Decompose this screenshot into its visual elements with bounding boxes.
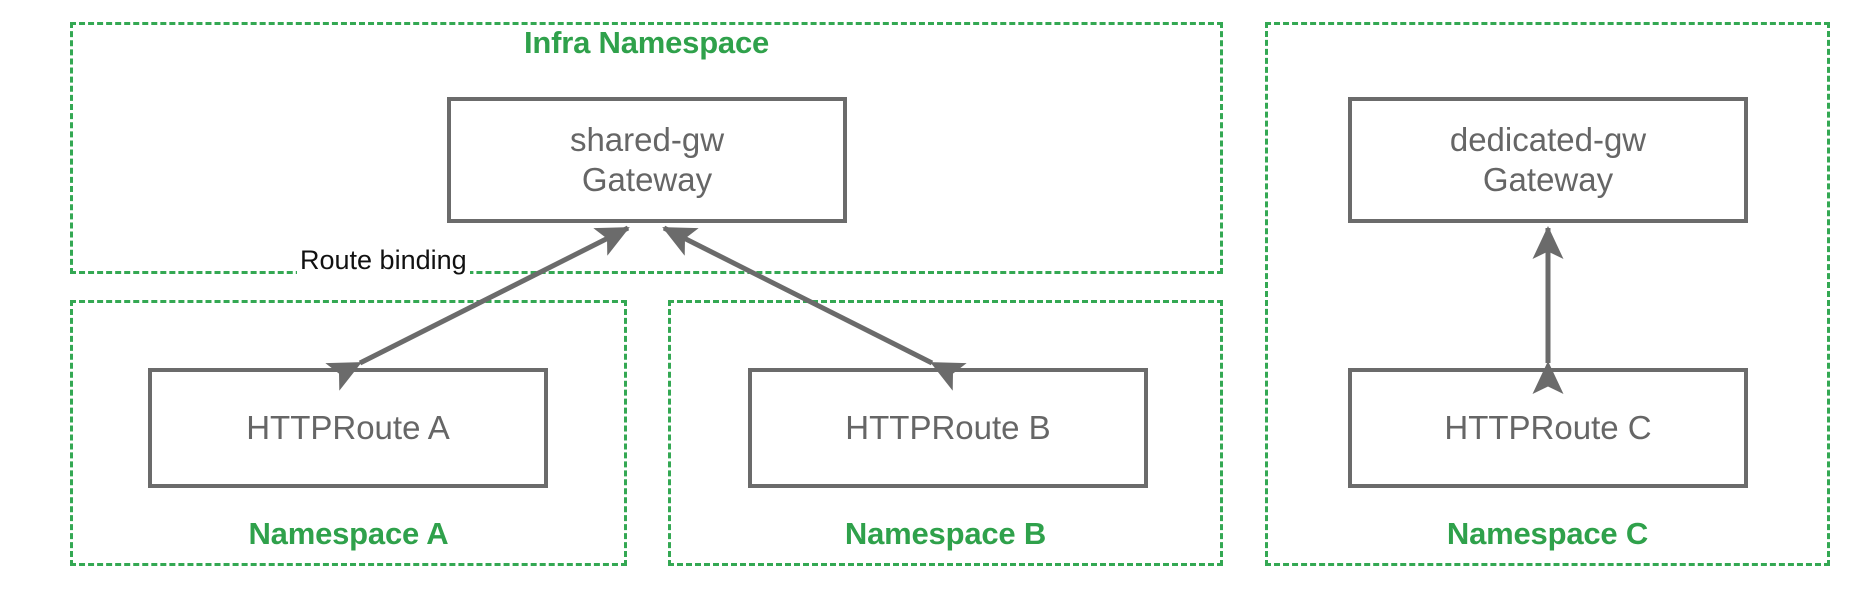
resource-box-dedicated-gateway[interactable]: dedicated-gw Gateway: [1348, 97, 1748, 223]
resource-label-httproute-a: HTTPRoute A: [246, 408, 450, 446]
edge-label-route-binding: Route binding: [297, 245, 470, 276]
resource-box-shared-gateway[interactable]: shared-gw Gateway: [447, 97, 847, 223]
namespace-panel-infra: [70, 22, 1223, 274]
resource-label-shared-gateway: shared-gw Gateway: [569, 120, 725, 198]
namespace-label-c: Namespace C: [1446, 516, 1649, 551]
resource-box-httproute-a[interactable]: HTTPRoute A: [148, 368, 548, 488]
resource-label-httproute-b: HTTPRoute B: [845, 408, 1051, 446]
resource-label-dedicated-gateway: dedicated-gw Gateway: [1449, 120, 1647, 198]
namespace-label-infra: Infra Namespace: [523, 25, 770, 60]
namespace-panel-c: [1265, 22, 1830, 566]
resource-box-httproute-c[interactable]: HTTPRoute C: [1348, 368, 1748, 488]
namespace-label-b: Namespace B: [844, 516, 1047, 551]
resource-label-httproute-c: HTTPRoute C: [1444, 408, 1652, 446]
namespace-label-a: Namespace A: [248, 516, 449, 551]
resource-box-httproute-b[interactable]: HTTPRoute B: [748, 368, 1148, 488]
